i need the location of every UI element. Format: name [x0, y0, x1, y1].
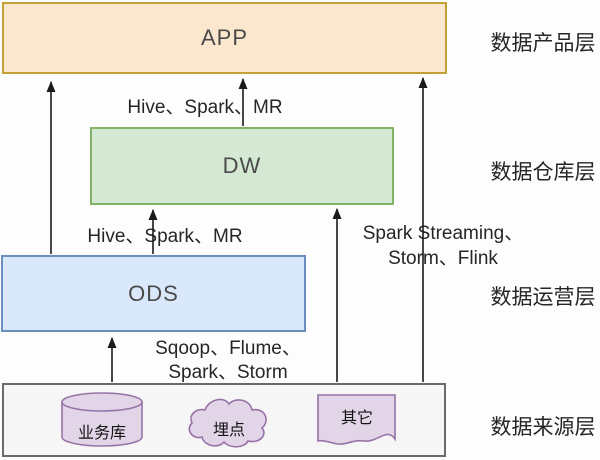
flow-label-streaming: Spark Streaming、 Storm、Flink — [355, 221, 531, 271]
business-db-label: 业务库 — [77, 425, 126, 442]
document-icon — [317, 394, 396, 445]
annotation-source-layer: 数据来源层 — [490, 416, 596, 439]
database-cylinder-icon — [61, 392, 143, 447]
flow-label-ingest: Sqoop、Flume、 Spark、Storm — [140, 337, 316, 385]
flow-label-dw-to-app: Hive、Spark、MR — [127, 97, 283, 118]
cloud-icon — [188, 398, 267, 448]
dw-layer-label: DW — [222, 153, 262, 178]
annotation-product-layer: 数据产品层 — [490, 32, 596, 55]
dw-layer-box: DW — [90, 127, 394, 205]
ods-layer-label: ODS — [128, 280, 179, 306]
tracking-label: 埋点 — [212, 422, 245, 439]
app-layer-label: APP — [200, 25, 249, 50]
flow-label-streaming-line2: Storm、Flink — [388, 248, 498, 269]
annotation-operation-layer: 数据运营层 — [490, 286, 596, 309]
annotation-warehouse-layer: 数据仓库层 — [490, 161, 596, 184]
ods-layer-box: ODS — [1, 255, 306, 332]
flow-label-ods-to-dw: Hive、Spark、MR — [87, 226, 243, 247]
flow-label-ingest-line1: Sqoop、Flume、 — [155, 338, 301, 359]
flow-label-ingest-line2: Spark、Storm — [168, 362, 288, 383]
other-label: 其它 — [340, 410, 373, 427]
flow-label-streaming-line1: Spark Streaming、 — [362, 223, 524, 244]
app-layer-box: APP — [2, 2, 447, 74]
